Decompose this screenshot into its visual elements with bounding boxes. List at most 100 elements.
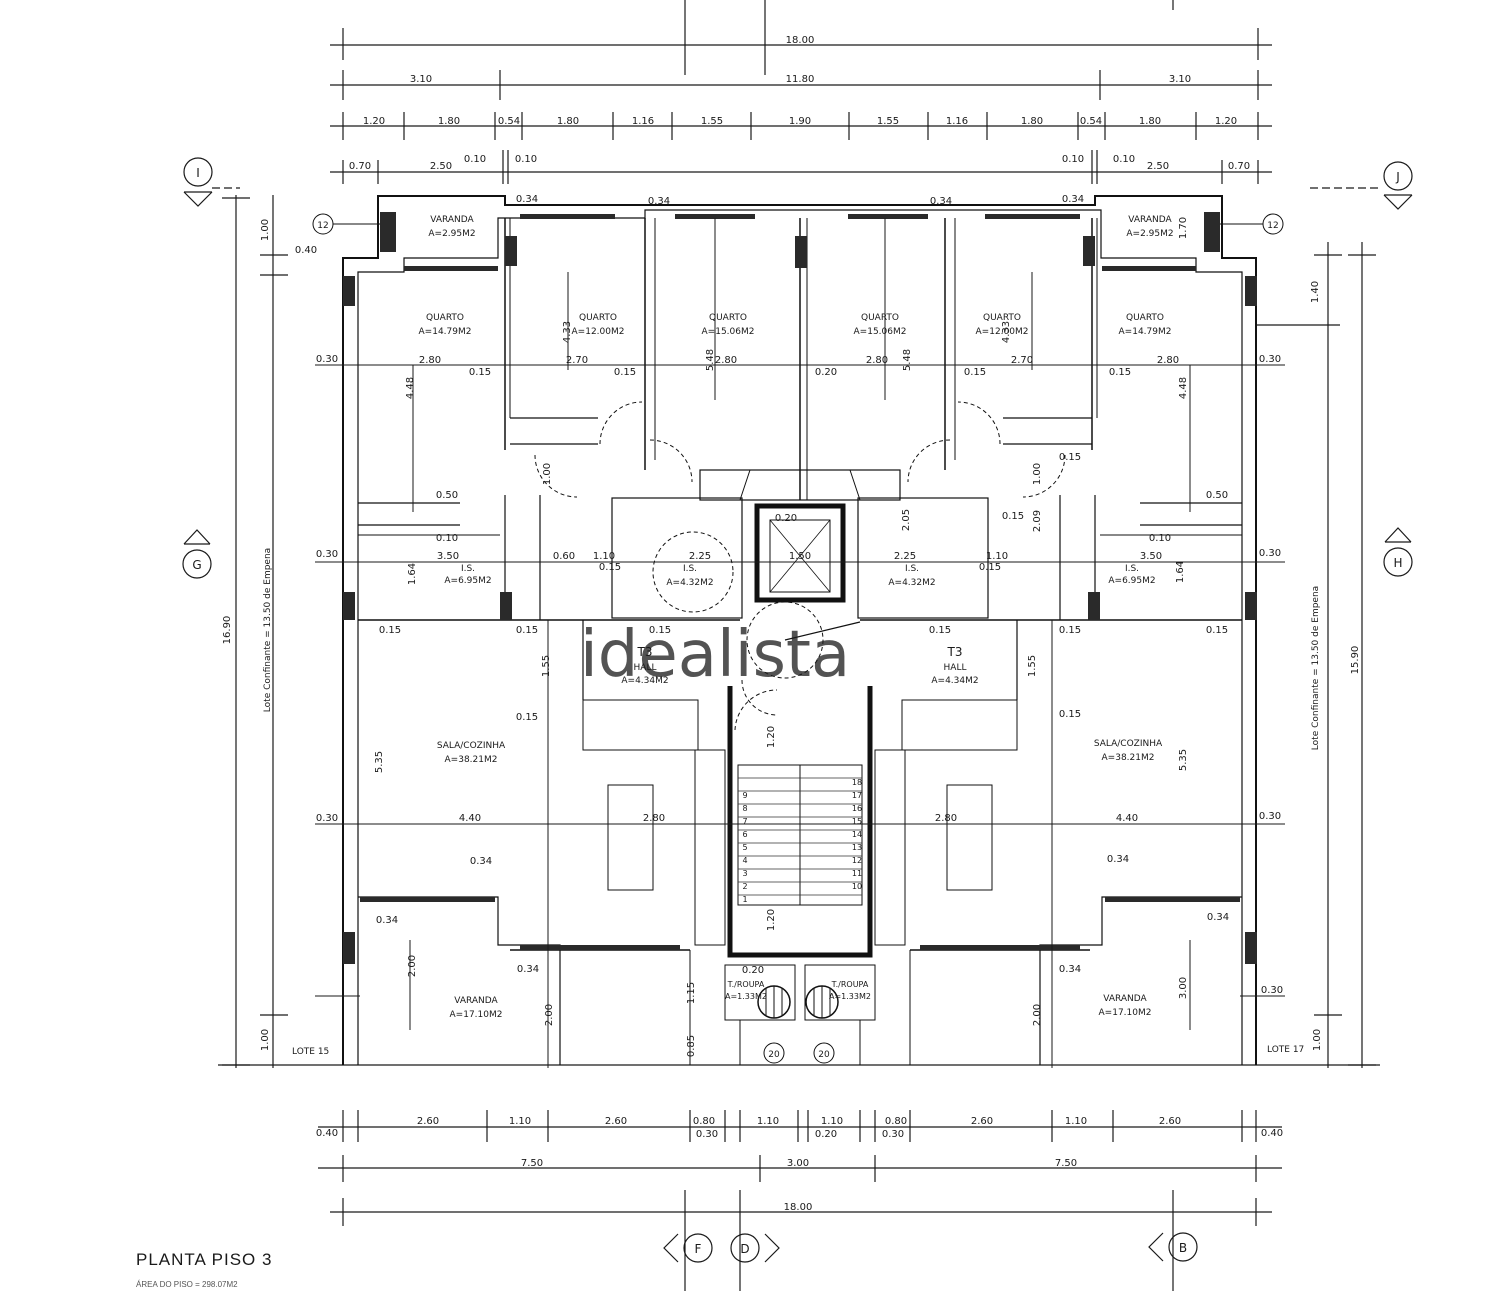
svg-text:0.15: 0.15: [516, 712, 538, 723]
svg-text:10: 10: [852, 882, 862, 891]
svg-text:I.S.: I.S.: [683, 564, 697, 574]
svg-text:QUARTO: QUARTO: [426, 313, 464, 323]
svg-text:2.00: 2.00: [544, 1004, 555, 1026]
svg-text:9: 9: [742, 791, 747, 800]
svg-text:1.10: 1.10: [1065, 1116, 1087, 1127]
svg-text:0.15: 0.15: [1059, 452, 1081, 463]
room-quarto-1-right: QUARTO A=14.79M2: [1119, 313, 1172, 337]
svg-text:0.15: 0.15: [516, 625, 538, 636]
svg-text:0.15: 0.15: [379, 625, 401, 636]
svg-text:I.S.: I.S.: [461, 564, 475, 574]
svg-text:2.25: 2.25: [894, 551, 916, 562]
svg-text:2.00: 2.00: [1032, 1004, 1043, 1026]
svg-text:0.30: 0.30: [696, 1129, 718, 1140]
svg-text:4.48: 4.48: [1178, 377, 1189, 399]
room-is-small-right: I.S.A=4.32M2: [888, 564, 935, 588]
svg-text:0.50: 0.50: [436, 490, 458, 501]
svg-text:3.00: 3.00: [787, 1158, 809, 1169]
svg-text:QUARTO: QUARTO: [1126, 313, 1164, 323]
svg-text:5: 5: [742, 843, 747, 852]
svg-text:1.15: 1.15: [686, 982, 697, 1004]
marker-d: D: [740, 1242, 749, 1256]
svg-text:0.85: 0.85: [686, 1035, 697, 1057]
marker-j: J: [1395, 170, 1400, 184]
column-tag-20-left: 20: [768, 1050, 780, 1060]
svg-text:2.00: 2.00: [407, 955, 418, 977]
svg-text:2.60: 2.60: [605, 1116, 627, 1127]
svg-text:0.10: 0.10: [1149, 533, 1171, 544]
svg-text:I.S.: I.S.: [1125, 564, 1139, 574]
svg-text:QUARTO: QUARTO: [709, 313, 747, 323]
interior-dimension-labels: 2.80 0.15 2.70 0.15 2.80 0.20 2.80 0.15 …: [374, 194, 1229, 1057]
side-dimension-lines: [218, 195, 1380, 1068]
svg-text:1.80: 1.80: [1139, 116, 1161, 127]
svg-text:A=6.95M2: A=6.95M2: [444, 576, 491, 586]
svg-text:11: 11: [852, 869, 862, 878]
svg-text:0.30: 0.30: [316, 813, 338, 824]
top-dimension-labels: 18.00 3.10 11.80 3.10 1.20 1.80 0.54 1.8…: [349, 35, 1250, 172]
svg-text:0.40: 0.40: [316, 1128, 338, 1139]
svg-text:1.10: 1.10: [821, 1116, 843, 1127]
svg-text:1.10: 1.10: [757, 1116, 779, 1127]
svg-text:3.00: 3.00: [1178, 977, 1189, 999]
svg-text:SALA/COZINHA: SALA/COZINHA: [437, 741, 506, 751]
svg-text:0.15: 0.15: [1206, 625, 1228, 636]
svg-text:2.60: 2.60: [971, 1116, 993, 1127]
right-neighbor-note: Lote Confinante = 13.50 de Empena: [1311, 586, 1321, 750]
svg-text:4.40: 4.40: [1116, 813, 1138, 824]
svg-text:11.80: 11.80: [786, 74, 815, 85]
svg-text:15: 15: [852, 817, 862, 826]
svg-text:17: 17: [852, 791, 862, 800]
marker-b: B: [1179, 1241, 1187, 1255]
svg-text:SALA/COZINHA: SALA/COZINHA: [1094, 739, 1163, 749]
drawing-subtitle: ÁREA DO PISO = 298.07M2: [136, 1280, 238, 1289]
svg-text:0.15: 0.15: [929, 625, 951, 636]
column-tag-20-right: 20: [818, 1050, 830, 1060]
svg-text:A=1.33M2: A=1.33M2: [725, 992, 767, 1001]
svg-text:0.30: 0.30: [882, 1129, 904, 1140]
bottom-dimension-chains: [318, 1110, 1282, 1291]
svg-text:0.20: 0.20: [775, 513, 797, 524]
dim-overall-bottom: 18.00: [784, 1202, 813, 1213]
svg-text:VARANDA: VARANDA: [1103, 994, 1147, 1004]
room-is-large-left: I.S. A=6.95M2: [444, 564, 491, 586]
marker-f: F: [695, 1242, 702, 1256]
svg-text:0.34: 0.34: [517, 964, 539, 975]
vent-tag-left: 12: [317, 221, 328, 231]
svg-text:1.10: 1.10: [509, 1116, 531, 1127]
svg-text:18: 18: [852, 778, 862, 787]
svg-text:A=38.21M2: A=38.21M2: [445, 755, 498, 765]
svg-text:16: 16: [852, 804, 862, 813]
svg-text:0.54: 0.54: [498, 116, 520, 127]
svg-text:13: 13: [852, 843, 862, 852]
svg-text:I.S.: I.S.: [905, 564, 919, 574]
svg-text:0.50: 0.50: [1206, 490, 1228, 501]
svg-text:2.60: 2.60: [1159, 1116, 1181, 1127]
svg-text:0.40: 0.40: [295, 245, 317, 256]
svg-text:2.05: 2.05: [901, 509, 912, 531]
svg-text:2.80: 2.80: [866, 355, 888, 366]
svg-text:A=14.79M2: A=14.79M2: [1119, 327, 1172, 337]
watermark: idealista: [580, 618, 850, 692]
svg-text:14: 14: [852, 830, 862, 839]
svg-text:2.50: 2.50: [430, 161, 452, 172]
svg-text:A=14.79M2: A=14.79M2: [419, 327, 472, 337]
svg-text:0.70: 0.70: [349, 161, 371, 172]
svg-text:T3: T3: [637, 645, 653, 659]
svg-text:VARANDA: VARANDA: [430, 215, 474, 225]
svg-text:1.55: 1.55: [701, 116, 723, 127]
svg-text:0.34: 0.34: [1107, 854, 1129, 865]
svg-text:2.50: 2.50: [1147, 161, 1169, 172]
svg-text:0.15: 0.15: [599, 562, 621, 573]
vent-tag-right: 12: [1267, 221, 1278, 231]
room-is-small-left: I.S.A=4.32M2: [666, 564, 713, 588]
svg-text:0.30: 0.30: [1259, 354, 1281, 365]
svg-text:2.80: 2.80: [935, 813, 957, 824]
svg-text:QUARTO: QUARTO: [579, 313, 617, 323]
svg-text:A=15.06M2: A=15.06M2: [854, 327, 907, 337]
